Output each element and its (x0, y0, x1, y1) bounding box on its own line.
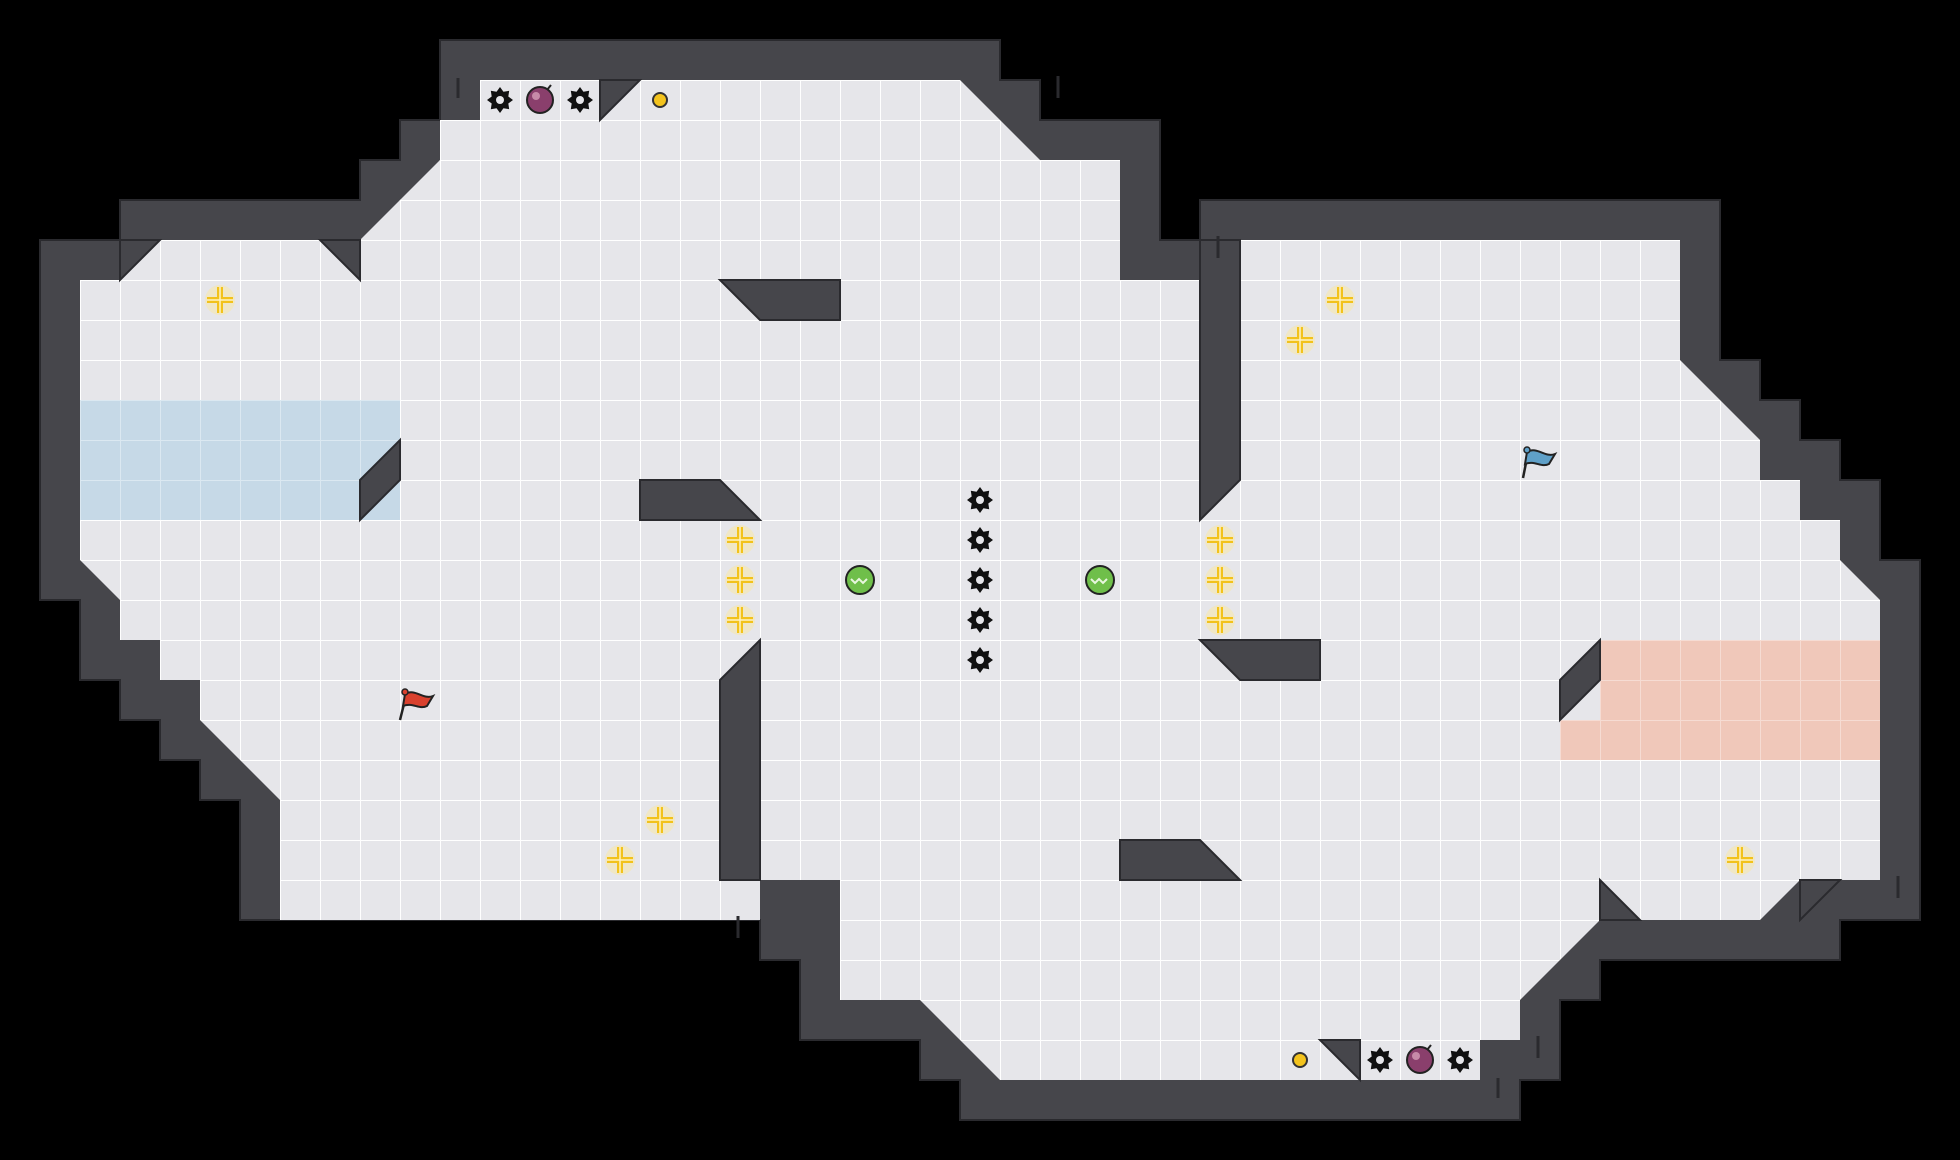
boost-icon (1205, 525, 1235, 555)
blue-team-zone (80, 400, 400, 520)
boost-pads (205, 285, 1755, 875)
spike-icon (1447, 1047, 1473, 1073)
boost-icon (1325, 285, 1355, 315)
red-team-zone (1560, 640, 1880, 760)
bomb-icon (1406, 1044, 1434, 1074)
wall-marks (456, 76, 1900, 1098)
boost-icon (1205, 565, 1235, 595)
boost-icon (605, 845, 635, 875)
spike-icon (967, 607, 993, 633)
spike-icon (1367, 1047, 1393, 1073)
boost-icon (725, 525, 755, 555)
boost-icon (205, 285, 235, 315)
pellet-icon (652, 92, 668, 108)
gate-icon (1085, 565, 1115, 595)
spike-icon (967, 647, 993, 673)
boost-icon (1285, 325, 1315, 355)
boost-icon (1205, 605, 1235, 635)
bomb-icon (526, 84, 554, 114)
interior-walls (119, 79, 1843, 1083)
gate-icon (845, 565, 875, 595)
pellet-icon (1292, 1052, 1308, 1068)
spike-traps (487, 87, 1473, 1073)
spike-icon (487, 87, 513, 113)
red-flag-icon[interactable] (398, 688, 436, 721)
boost-icon (645, 805, 675, 835)
blue-flag-icon[interactable] (1521, 446, 1558, 479)
boost-icon (725, 565, 755, 595)
spike-icon (967, 527, 993, 553)
spike-icon (967, 567, 993, 593)
boost-icon (1725, 845, 1755, 875)
boost-icon (725, 605, 755, 635)
spike-icon (567, 87, 593, 113)
spike-icon (967, 487, 993, 513)
